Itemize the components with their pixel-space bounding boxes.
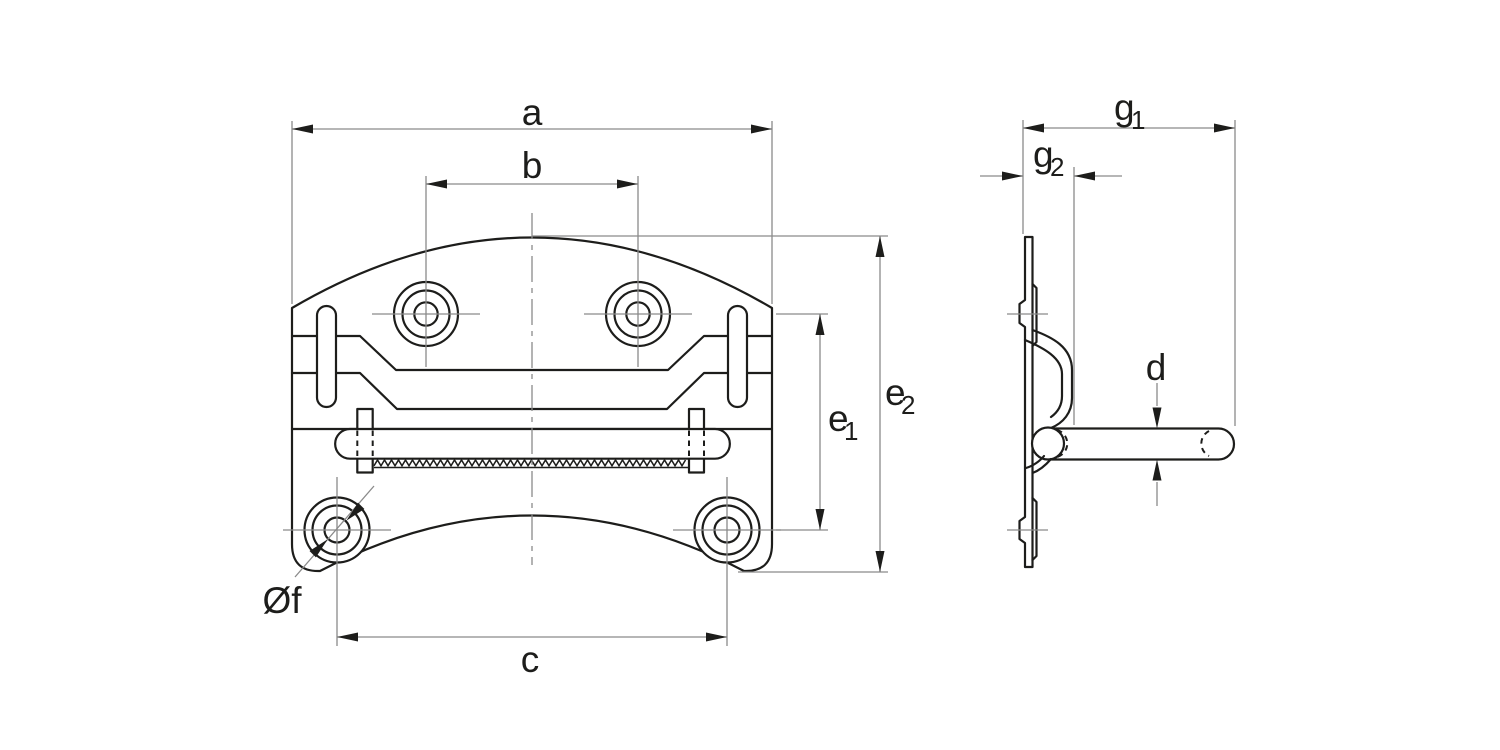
slot-right — [726, 304, 749, 409]
dimension-label-g2: g — [1033, 134, 1054, 175]
dimension-label-e1: e — [828, 398, 849, 439]
dimension-f: Øf — [262, 485, 375, 621]
dimension-a: a — [291, 92, 773, 304]
bar-side — [1048, 427, 1236, 461]
dimension-label-c: c — [521, 639, 540, 680]
dimension-label-d: d — [1146, 347, 1167, 388]
dimension-b: b — [426, 145, 638, 189]
hole-centerlines — [283, 176, 781, 646]
arrowhead-bottom — [1152, 459, 1162, 481]
arrowhead-right — [1074, 171, 1095, 181]
clip-left-hidden-edge — [356, 430, 374, 458]
dimension-g2: g 2 — [980, 134, 1122, 425]
bar-fill — [1050, 428, 1234, 460]
arrowhead-upper — [346, 502, 365, 521]
arrowhead-left — [1002, 171, 1023, 181]
arrowhead-left — [292, 124, 313, 134]
recess-contour-upper — [290, 334, 774, 372]
serration-teeth — [373, 458, 687, 468]
dimension-d: d — [1146, 347, 1167, 506]
dimension-label-a: a — [522, 92, 543, 133]
plate-profile — [1018, 235, 1034, 569]
arrowhead-left — [426, 179, 447, 189]
dimension-label-g1-sub: 1 — [1131, 105, 1145, 135]
front-view — [283, 176, 781, 646]
slot-left — [315, 304, 338, 409]
arrowhead-right — [617, 179, 638, 189]
clip-strap-outer — [1031, 328, 1074, 430]
extension-lines — [291, 121, 773, 304]
clip-strap-return-inner — [1024, 454, 1046, 470]
arrowhead-left — [337, 632, 358, 642]
extension-lines — [1022, 120, 1236, 426]
dimension-label-b: b — [522, 145, 543, 186]
dimension-label-e2-sub: 2 — [901, 390, 915, 420]
dimension-label-g1: g — [1114, 87, 1135, 128]
extension-lines — [532, 235, 888, 573]
side-hole-centerlines — [1007, 313, 1048, 531]
bar-end-hidden-arc-left — [1056, 429, 1069, 458]
clip-strap-inner — [1023, 338, 1064, 419]
arrowhead-top — [1152, 407, 1162, 429]
clip-strap-return-outer — [1031, 457, 1053, 475]
arrowhead-top — [815, 314, 825, 335]
arrowhead-left — [1023, 123, 1044, 133]
dimension-e1: e 1 — [776, 313, 858, 531]
dimension-label-e1-sub: 1 — [844, 416, 858, 446]
dimension-label-f: Øf — [262, 580, 302, 621]
arrowhead-top — [875, 236, 885, 257]
clip-right-hidden-edge — [688, 430, 705, 458]
arrowhead-right — [706, 632, 727, 642]
dimension-label-e2: e — [885, 372, 906, 413]
dimension-g1: g 1 — [1022, 87, 1236, 426]
side-view — [1007, 235, 1236, 569]
dimension-label-g2-sub: 2 — [1050, 152, 1064, 182]
arrowhead-lower — [309, 539, 328, 558]
leader-line — [294, 485, 375, 578]
bar-end-hidden-arc-right — [1200, 430, 1210, 457]
extension-lines — [776, 313, 828, 531]
arrowhead-right — [751, 124, 772, 134]
dimension-e2: e 2 — [532, 235, 915, 573]
arrowhead-bottom — [815, 509, 825, 530]
arrowhead-bottom — [875, 551, 885, 572]
bar-pivot-end — [1030, 426, 1066, 461]
dimension-c: c — [337, 632, 727, 680]
dimensions: a b c e 1 e 2 — [262, 87, 1236, 680]
arrowhead-right — [1214, 123, 1235, 133]
boss-ridge-lower — [1031, 496, 1038, 562]
